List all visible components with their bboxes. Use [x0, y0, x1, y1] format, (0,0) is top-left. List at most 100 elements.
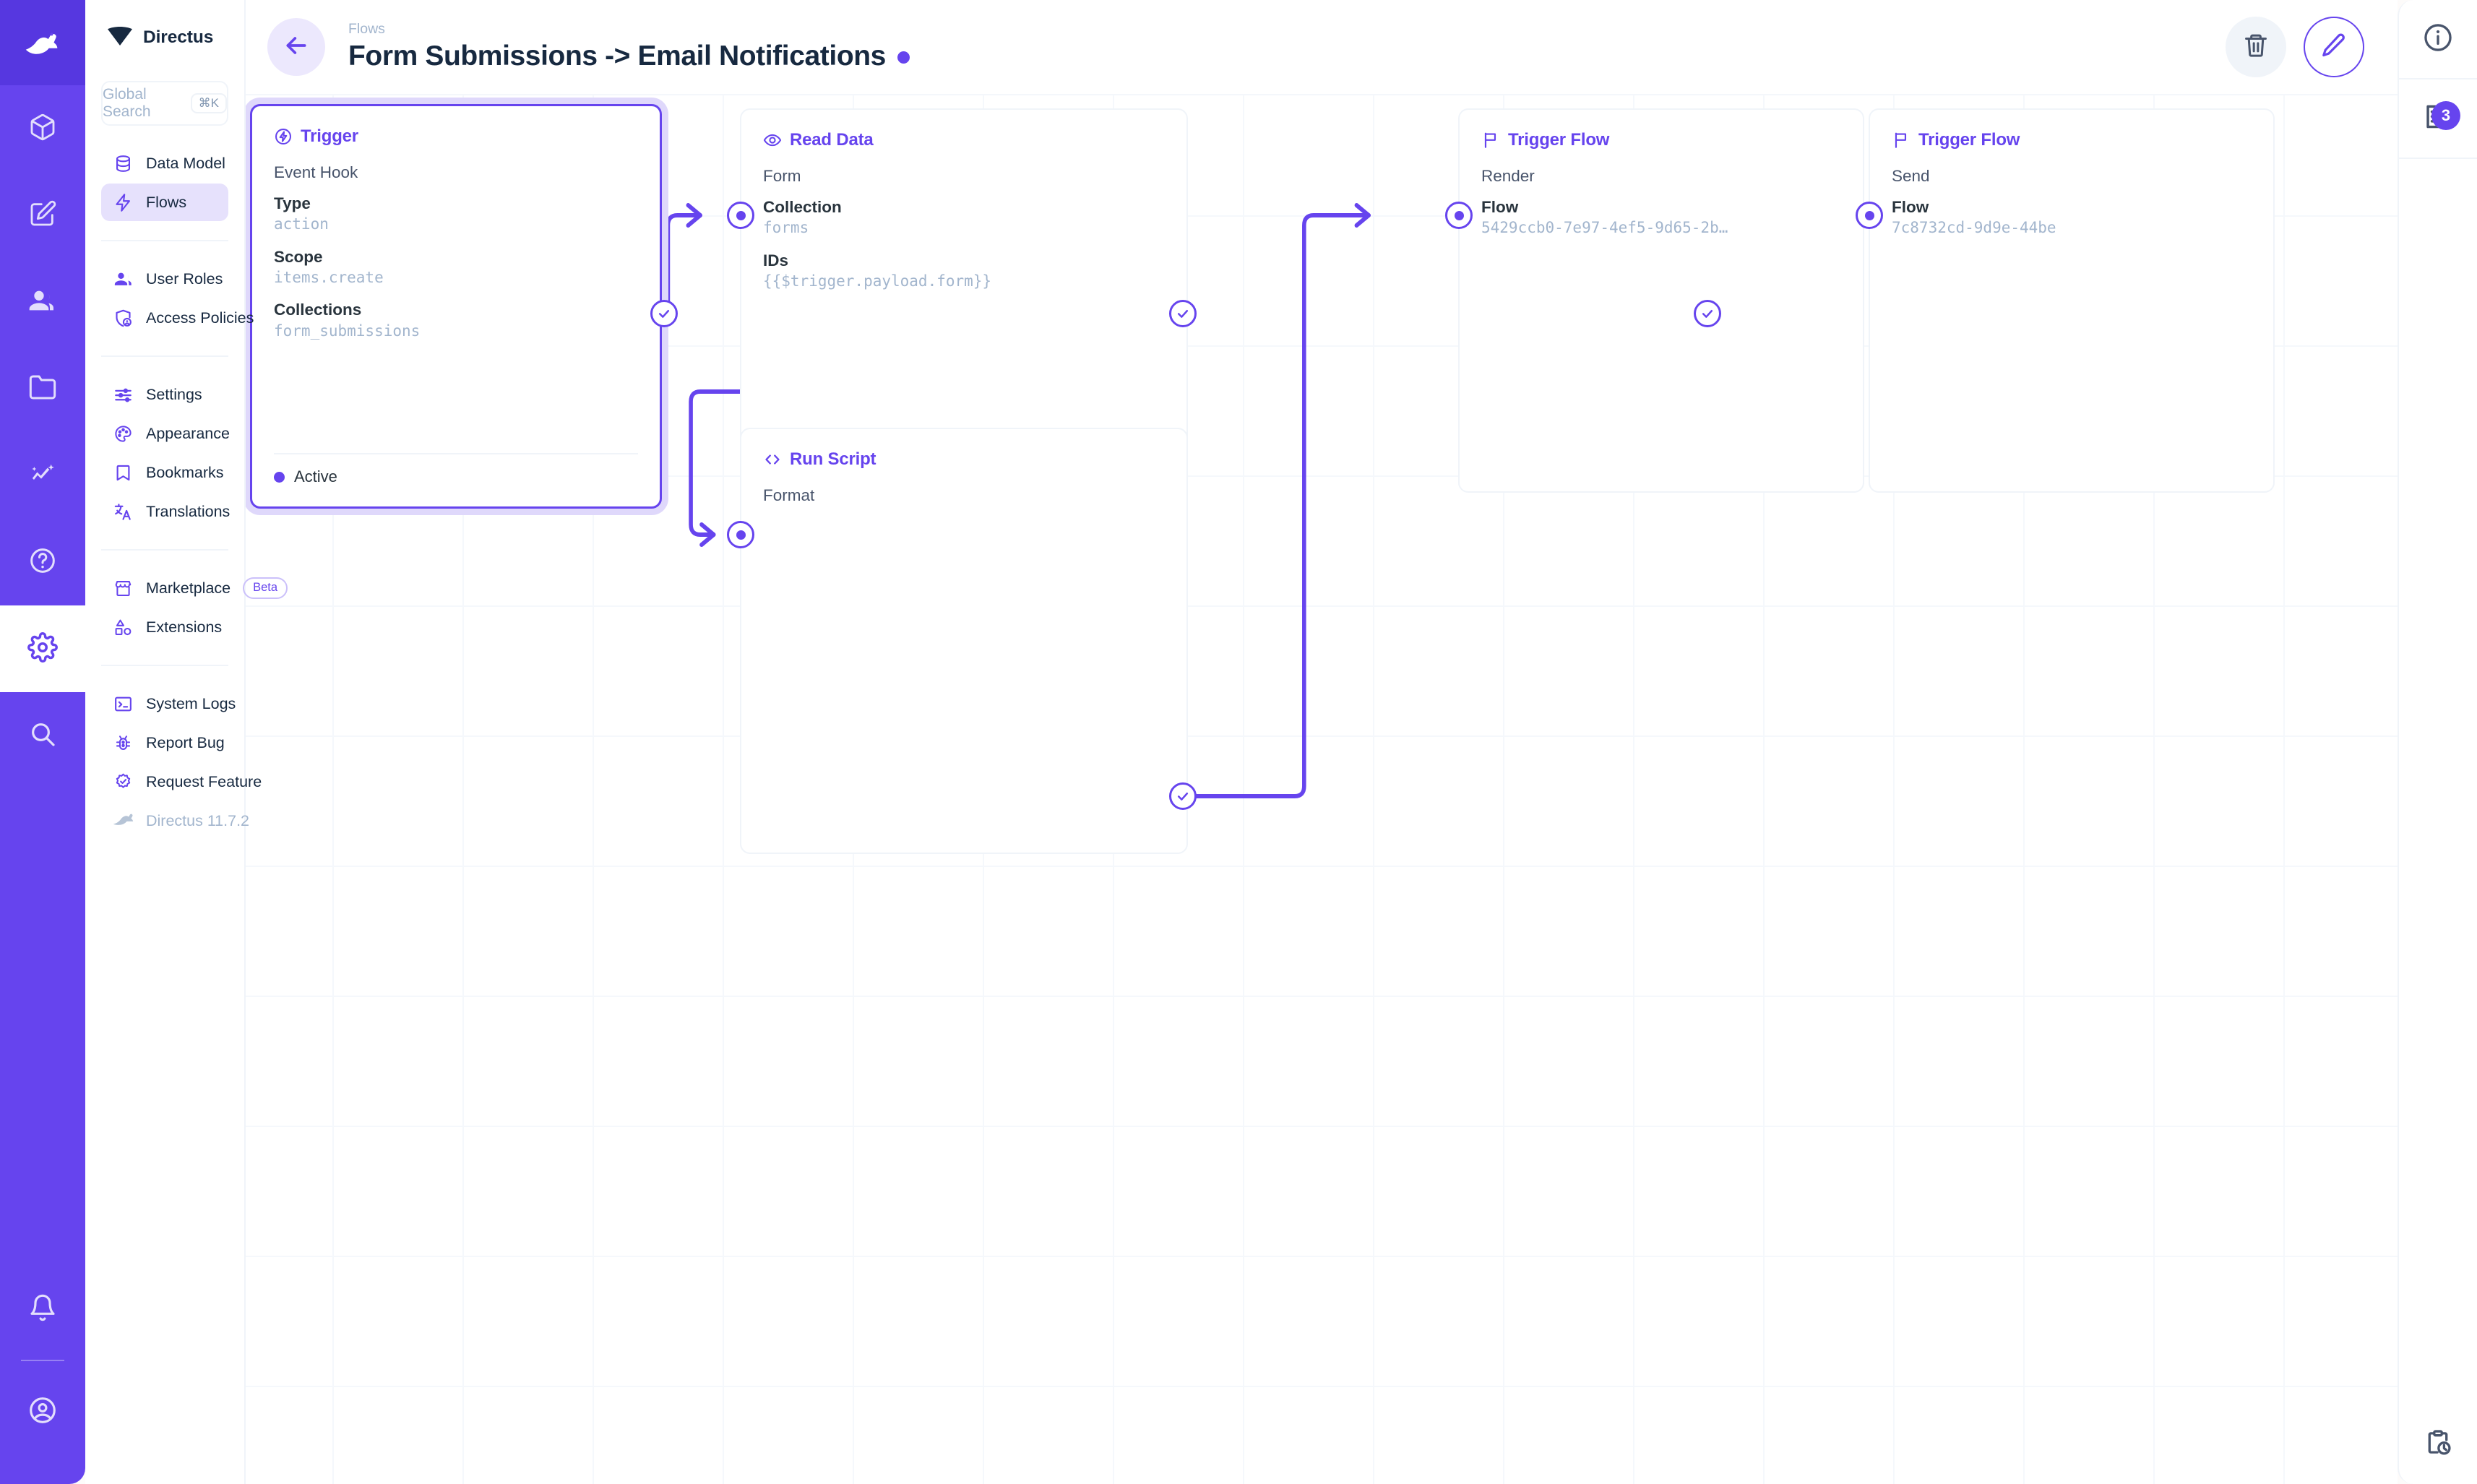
flow-node-run-script[interactable]: Run Script Format: [740, 428, 1188, 854]
box-icon: [28, 113, 57, 145]
handle-runscript-resolve[interactable]: [1169, 782, 1197, 810]
field-label: Flow: [1892, 198, 1929, 217]
translate-icon: [113, 501, 134, 522]
help-circle-icon: [28, 546, 57, 579]
sidebar-item-appearance[interactable]: Appearance: [101, 415, 230, 452]
sidebar-item-access-policies[interactable]: Access Policies: [101, 299, 254, 337]
title-wrap: Flows Form Submissions -> Email Notifica…: [348, 21, 910, 72]
module-divider: [21, 1360, 64, 1361]
sidebar-item-marketplace[interactable]: Marketplace Beta: [101, 569, 288, 607]
node-fields: Type action Scope items.create Collectio…: [274, 193, 638, 353]
sidebar-item-label: Extensions: [146, 618, 223, 636]
module-item-help[interactable]: [0, 519, 85, 605]
users-icon: [28, 286, 57, 319]
field-label: IDs: [763, 251, 789, 269]
module-item-settings[interactable]: [0, 605, 85, 692]
node-subtitle: Event Hook: [274, 163, 358, 181]
flag-icon: [1892, 131, 1910, 150]
sidebar-item-extensions[interactable]: Extensions: [101, 608, 228, 646]
back-button[interactable]: [267, 18, 325, 76]
handle-runscript-input[interactable]: [727, 521, 754, 548]
search-placeholder: Global Search: [103, 86, 151, 120]
field-value: action: [274, 215, 329, 233]
brand-header[interactable]: Directus: [85, 0, 244, 75]
bolt-icon: [113, 192, 134, 213]
node-header: Read Data: [763, 130, 1165, 150]
handle-readdata-resolve[interactable]: [1169, 300, 1197, 327]
node-subtitle: Form: [763, 167, 801, 185]
search-shortcut: ⌘K: [190, 93, 227, 113]
sidebar-item-user-roles[interactable]: User Roles: [101, 260, 228, 298]
module-item-content[interactable]: [0, 85, 85, 172]
handle-render-input[interactable]: [1445, 202, 1473, 229]
handle-render-resolve[interactable]: [1694, 300, 1721, 327]
handle-readdata-input[interactable]: [727, 202, 754, 229]
topbar: Flows Form Submissions -> Email Notifica…: [246, 0, 2398, 95]
logs-button[interactable]: 3: [2398, 79, 2477, 159]
flow-node-trigger-flow-render[interactable]: Trigger Flow Render Flow 5429ccb0-7e97-4…: [1458, 108, 1864, 493]
shield-person-icon: [113, 308, 134, 329]
sidebar-item-bookmarks[interactable]: Bookmarks: [101, 454, 228, 491]
notifications-button[interactable]: [0, 1266, 85, 1353]
sidebar-item-label: Data Model: [146, 154, 225, 172]
edit-flow-button[interactable]: [2304, 17, 2364, 77]
node-type-label: Trigger Flow: [1918, 130, 2020, 150]
delete-flow-button[interactable]: [2226, 17, 2286, 77]
sidebar-item-label: Access Policies: [146, 309, 254, 327]
sidebar-item-version: Directus 11.7.2: [101, 802, 249, 840]
nav-group-access: User Roles Access Policies: [85, 241, 254, 337]
sidebar-item-label: System Logs: [146, 694, 236, 712]
nav-divider: [101, 355, 228, 357]
flow-node-trigger[interactable]: Trigger Event Hook Type action Scope ite…: [250, 104, 662, 509]
node-fields: Collection forms IDs {{$trigger.payload.…: [763, 197, 1165, 291]
nav-group-support: System Logs Report Bug Request Feature D…: [85, 666, 262, 840]
account-button[interactable]: [0, 1368, 85, 1455]
sidebar-item-report-bug[interactable]: Report Bug: [101, 724, 228, 762]
sidebar-item-label: Flows: [146, 193, 187, 211]
module-item-insights[interactable]: [0, 432, 85, 519]
sidebar-item-data-model[interactable]: Data Model: [101, 144, 228, 182]
nav-divider: [101, 240, 228, 241]
flow-history-button[interactable]: [2398, 1405, 2477, 1484]
directus-logo-button[interactable]: [0, 0, 85, 85]
tune-icon: [113, 384, 134, 405]
bug-icon: [113, 733, 134, 754]
clipboard-clock-icon: [2423, 1428, 2453, 1462]
sidebar-item-label: Report Bug: [146, 733, 225, 751]
arrow-left-icon: [282, 31, 311, 64]
nav-divider: [101, 665, 228, 666]
beta-badge: Beta: [243, 577, 288, 599]
nav-group-data: Data Model Flows: [85, 126, 244, 221]
module-item-editor[interactable]: [0, 172, 85, 259]
module-item-users[interactable]: [0, 259, 85, 345]
field-value: forms: [763, 219, 809, 237]
node-status-footer: Active: [274, 453, 638, 486]
sidebar-item-flows[interactable]: Flows: [101, 184, 228, 221]
nav-sidebar: Directus Global Search ⌘K Data Model Flo…: [85, 0, 288, 1484]
search-input[interactable]: Global Search ⌘K: [101, 81, 228, 126]
sidebar-item-label: Bookmarks: [146, 463, 224, 481]
node-fields: Flow 5429ccb0-7e97-4ef5-9d65-2b…: [1481, 197, 1841, 238]
info-button[interactable]: [2398, 0, 2477, 79]
node-header: Run Script: [763, 449, 1165, 470]
sidebar-item-settings[interactable]: Settings: [101, 376, 228, 413]
handle-send-input[interactable]: [1856, 202, 1883, 229]
node-header: Trigger: [274, 126, 638, 147]
flow-canvas[interactable]: Trigger Event Hook Type action Scope ite…: [246, 95, 2398, 1484]
breadcrumb[interactable]: Flows: [348, 21, 385, 38]
insights-icon: [28, 460, 57, 492]
nav-divider: [101, 549, 228, 551]
handle-dot-icon: [1454, 210, 1464, 220]
logs-badge: 3: [2431, 101, 2460, 130]
sidebar-item-system-logs[interactable]: System Logs: [101, 685, 236, 722]
field-value: 5429ccb0-7e97-4ef5-9d65-2b…: [1481, 219, 1728, 237]
flow-node-trigger-flow-send[interactable]: Trigger Flow Send Flow 7c8732cd-9d9e-44b…: [1869, 108, 2275, 493]
folder-icon: [28, 373, 57, 405]
sidebar-item-translations[interactable]: Translations: [101, 493, 230, 530]
handle-trigger-resolve[interactable]: [650, 300, 678, 327]
module-item-search[interactable]: [0, 692, 85, 779]
module-item-files[interactable]: [0, 345, 85, 432]
nav-group-extend: Marketplace Beta Extensions: [85, 551, 288, 646]
sidebar-item-request-feature[interactable]: Request Feature: [101, 763, 262, 801]
sidebar-item-label: Request Feature: [146, 772, 262, 790]
